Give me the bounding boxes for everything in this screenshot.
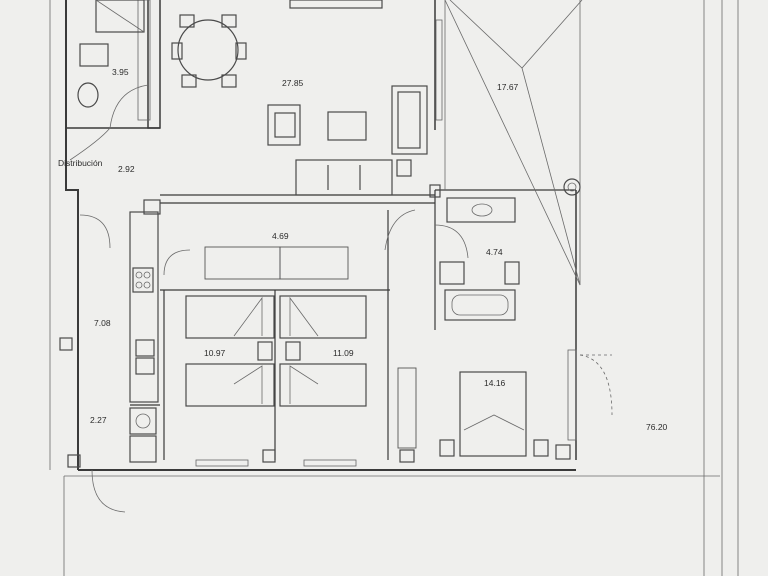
terrace-area-label: 17.67	[497, 82, 519, 92]
laundry-area-label: 2.27	[90, 415, 107, 425]
distribution-area-label: 2.92	[118, 164, 135, 174]
living-area-label: 27.85	[282, 78, 304, 88]
master-area-label: 14.16	[484, 378, 506, 388]
doors	[69, 84, 613, 513]
bedroom2-area-label: 10.97	[204, 348, 226, 358]
bath1-area-label: 3.95	[112, 67, 129, 77]
distribution-name-label: Distribución	[58, 158, 103, 168]
windows	[137, 0, 577, 467]
bath2-area-label: 4.74	[486, 247, 503, 257]
hall-area-label: 4.69	[272, 231, 289, 241]
room-labels: 3.95 27.85 17.67 Distribución 2.92 4.69 …	[58, 67, 668, 432]
kitchen-area-label: 7.08	[94, 318, 111, 328]
bedroom3-area-label: 11.09	[333, 348, 354, 358]
total-area-label: 76.20	[646, 422, 668, 432]
furniture	[59, 0, 581, 468]
plot-boundary	[49, 0, 739, 576]
